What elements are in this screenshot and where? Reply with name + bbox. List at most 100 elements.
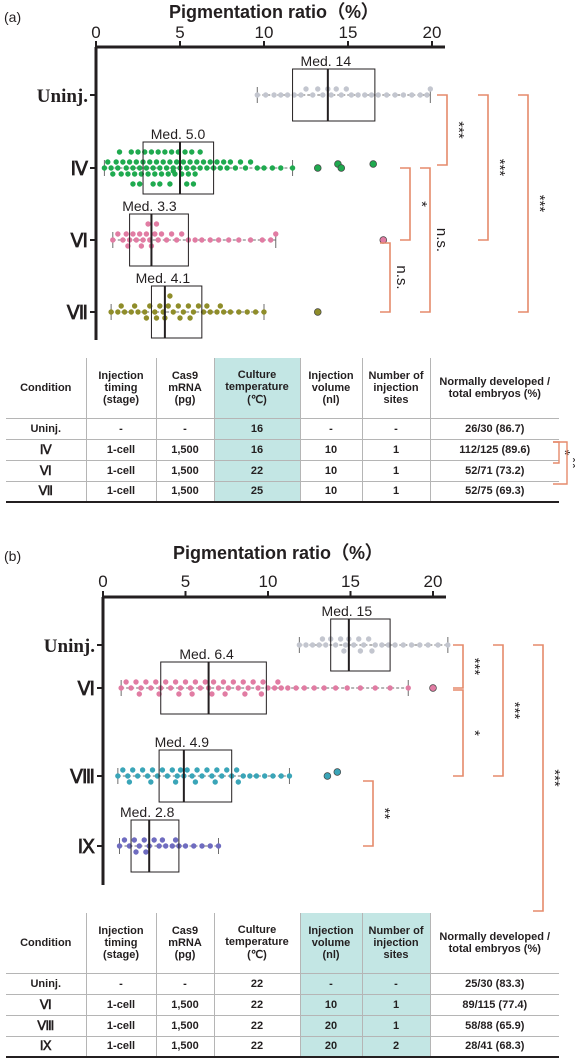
data-point	[143, 165, 150, 171]
data-point	[214, 767, 220, 773]
data-point	[372, 685, 378, 691]
data-point	[315, 86, 321, 92]
data-point	[145, 171, 151, 177]
significance-bracket	[518, 94, 529, 313]
data-point	[134, 773, 141, 779]
data-point	[245, 685, 251, 691]
data-point	[278, 773, 284, 779]
data-point	[202, 679, 208, 685]
table-significance-label: *	[556, 450, 573, 456]
data-point	[319, 636, 326, 642]
outlier-point	[314, 308, 322, 316]
data-point	[180, 309, 187, 315]
table-cell: 112/125 (89.6)	[430, 439, 559, 461]
table-cell: 1,500	[156, 994, 215, 1016]
data-point	[120, 237, 126, 243]
table-row: Uninj.--16--26/30 (86.7)	[6, 418, 559, 440]
data-point	[169, 767, 175, 773]
data-point	[309, 642, 316, 648]
data-point	[165, 171, 171, 177]
data-point	[190, 309, 197, 315]
table-cell: 22	[214, 1015, 301, 1037]
data-point	[147, 159, 153, 165]
table-header-cell: Injection volume (nl)	[300, 913, 363, 974]
data-point	[189, 773, 195, 779]
data-point	[271, 685, 278, 691]
data-point	[425, 642, 431, 648]
data-point	[226, 237, 232, 243]
significance-label: ***	[466, 658, 483, 676]
table-header-cell: Condition	[6, 358, 87, 419]
data-point	[115, 309, 121, 315]
table-cell: 22	[214, 973, 301, 995]
table-cell: 52/75 (69.3)	[430, 481, 559, 503]
category-label: Uninj.	[37, 86, 88, 107]
data-point	[227, 309, 234, 315]
data-point	[123, 165, 129, 171]
data-point	[254, 92, 260, 98]
data-point	[163, 843, 169, 849]
data-point	[192, 779, 199, 785]
data-point	[435, 642, 441, 648]
data-point	[220, 159, 227, 165]
data-point	[164, 773, 171, 779]
data-point	[361, 642, 367, 648]
data-point	[136, 231, 143, 237]
data-point	[192, 237, 198, 243]
data-point	[172, 679, 179, 685]
data-point	[187, 685, 194, 691]
table-significance-bracket	[553, 441, 568, 485]
data-point	[191, 843, 197, 849]
data-point	[177, 685, 184, 691]
table-cell: 58/88 (65.9)	[430, 1015, 559, 1037]
panel-label: (a)	[4, 9, 21, 25]
data-point	[383, 92, 390, 98]
data-point	[409, 92, 415, 98]
significance-bracket	[533, 644, 544, 912]
data-point	[123, 679, 129, 685]
table-a-significance: ***	[553, 441, 575, 485]
data-point	[167, 181, 173, 187]
data-point	[207, 159, 213, 165]
data-point	[195, 303, 202, 309]
data-point	[165, 303, 171, 309]
table-cell: 1,500	[156, 1015, 215, 1037]
data-point	[108, 165, 114, 171]
median-label: Med. 6.4	[179, 646, 234, 662]
data-point	[133, 849, 139, 855]
data-point	[170, 168, 176, 174]
data-point	[298, 92, 304, 98]
table-cell: 25	[214, 481, 301, 503]
data-point	[115, 165, 121, 171]
table-cell: 89/115 (77.4)	[430, 994, 559, 1016]
data-point	[169, 843, 175, 849]
table-cell: 1	[362, 481, 431, 503]
category-label: Ⅳ	[70, 159, 88, 180]
data-point	[199, 237, 205, 243]
data-point	[217, 303, 224, 309]
data-point	[244, 309, 250, 315]
data-point	[167, 293, 173, 299]
significance-bracket	[363, 780, 374, 847]
table-cell: 20	[300, 1015, 363, 1037]
data-point	[141, 837, 147, 843]
data-point	[278, 165, 284, 171]
data-point	[158, 171, 165, 177]
table-header-cell: Condition	[6, 913, 87, 974]
median-label: Med. 2.8	[120, 804, 175, 820]
data-point	[204, 767, 210, 773]
data-point	[182, 149, 188, 155]
significance-label: n.s.	[433, 228, 450, 252]
data-point	[365, 636, 372, 642]
data-point	[184, 165, 190, 171]
data-point	[151, 837, 157, 843]
data-point	[224, 165, 230, 171]
data-point	[194, 767, 200, 773]
data-point	[254, 165, 260, 171]
x-tick-label: 5	[175, 23, 184, 42]
data-point	[136, 843, 142, 849]
data-point	[110, 237, 116, 243]
